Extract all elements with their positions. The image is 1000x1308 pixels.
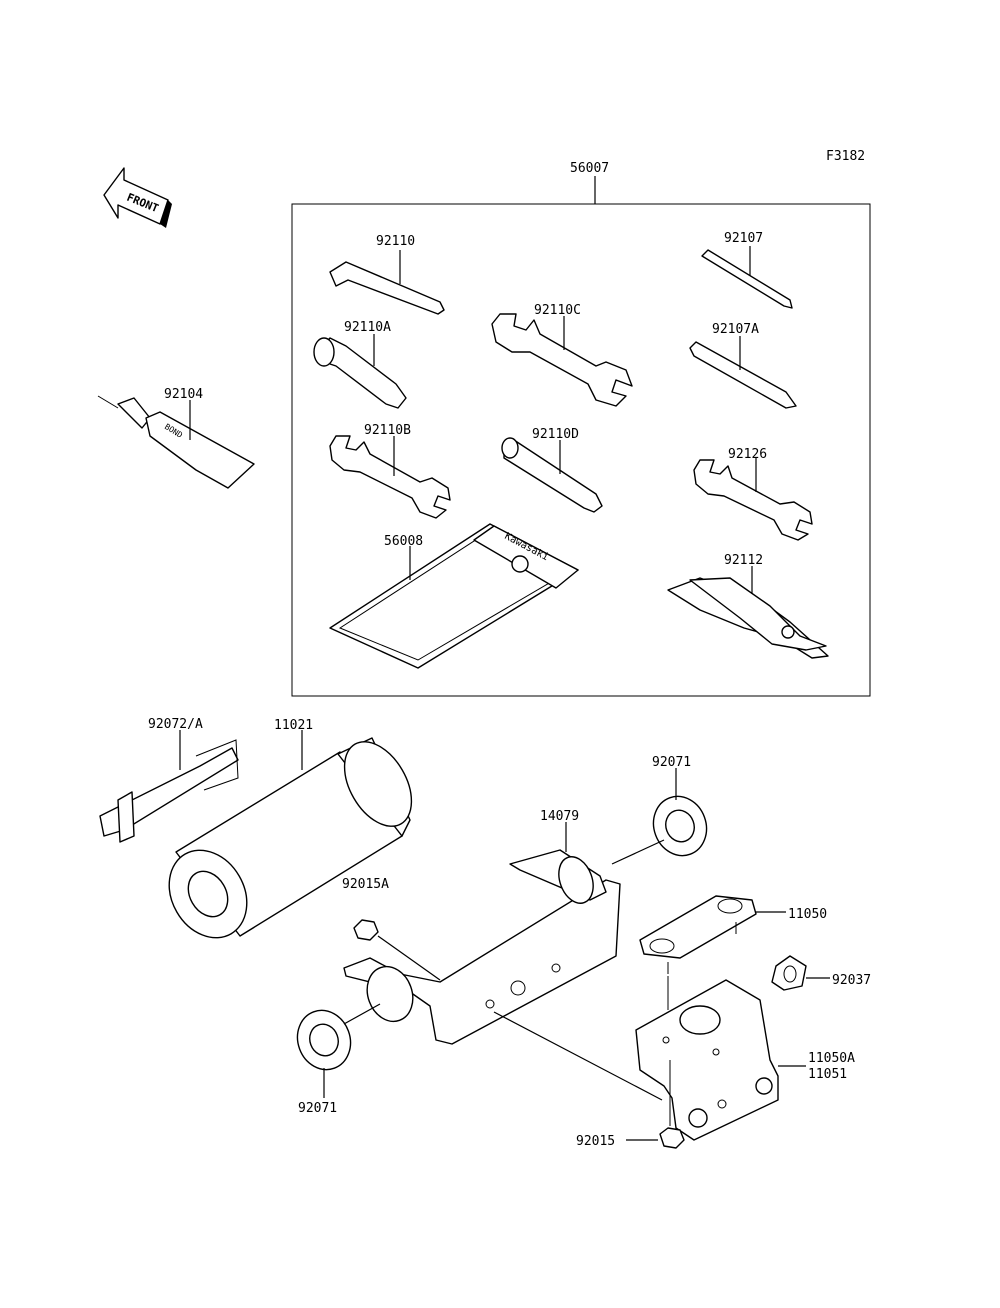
part-label-11051: 11051 [808, 1067, 847, 1082]
tool-bag: Kawasaki 56008 [329, 523, 579, 669]
cylinder-canister: 11021 [168, 718, 413, 939]
part-label-92110D: 92110D [532, 427, 579, 442]
open-end-wrench-small: 92110B [329, 423, 451, 519]
part-label-11050: 11050 [788, 907, 827, 922]
part-label-92126: 92126 [728, 447, 767, 462]
part-label-11050A: 11050A [808, 1051, 855, 1066]
nut-upper [353, 919, 441, 981]
part-label-92015: 92015 [576, 1134, 615, 1149]
part-label-92110A: 92110A [344, 320, 391, 335]
part-label-56008: 56008 [384, 534, 423, 549]
part-label-11021: 11021 [274, 718, 313, 733]
part-label-92104: 92104 [164, 387, 203, 402]
part-label-92107A: 92107A [712, 322, 759, 337]
open-end-wrench-large: 92110C [491, 303, 633, 407]
hex-key-wrench: 92110 [329, 234, 445, 315]
part-label-92015A: 92015A [342, 877, 389, 892]
part-label-kit: 56007 [570, 161, 609, 176]
part-label-92037: 92037 [832, 973, 871, 988]
part-label-92072A: 92072/A [148, 717, 203, 732]
part-label-92112: 92112 [724, 553, 763, 568]
part-label-92107: 92107 [724, 231, 763, 246]
front-direction-arrow: FRONT [103, 167, 172, 228]
battery-strap: 92072/A [99, 717, 239, 843]
part-label-92110B: 92110B [364, 423, 411, 438]
part-label-92110C: 92110C [534, 303, 581, 318]
grommet-lower: 92071 [296, 1003, 381, 1116]
tool-kit-group: 56007 [291, 161, 871, 697]
box-tube-wrench: 92110D [501, 427, 603, 513]
spark-plug-socket: 92110A [313, 320, 407, 409]
tool-kit-box [291, 203, 871, 697]
part-label-92071-lower: 92071 [298, 1101, 337, 1116]
part-label-92071-upper: 92071 [652, 755, 691, 770]
screwdriver: 92107 [701, 231, 793, 309]
clip: 92037 [771, 955, 871, 991]
grommet-upper: 92071 [611, 755, 708, 865]
bracket-plate: 11050 [639, 895, 827, 974]
figure-code: F3182 [826, 149, 865, 164]
screwdriver-double: 92107A [689, 322, 797, 409]
nut-lower: 92015 [493, 1011, 685, 1149]
pliers: 92112 [667, 553, 829, 659]
part-label-92110: 92110 [376, 234, 415, 249]
mounting-bracket: 14079 [343, 809, 621, 1045]
bond-tube: BOND 92104 [97, 387, 255, 489]
open-end-wrench-medium: 92126 [693, 447, 813, 541]
part-label-14079: 14079 [540, 809, 579, 824]
mounting-bracket-lower: 11050A 11051 [635, 979, 855, 1141]
